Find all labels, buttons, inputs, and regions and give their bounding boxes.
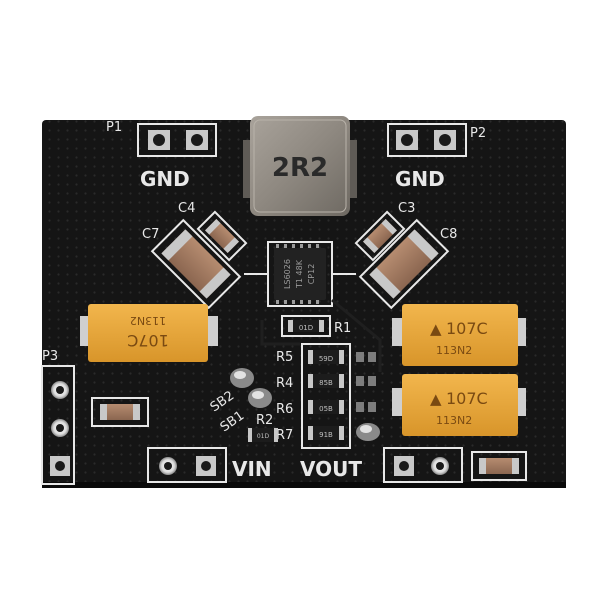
tantalum-right-bottom-value: 107C — [446, 389, 488, 408]
tantalum-capacitor-left: 107C 113N2 — [80, 304, 218, 362]
r6-marking: 05B — [319, 405, 333, 413]
vout-label: VOUT — [300, 457, 362, 481]
solder-bridge-sb1 — [248, 388, 272, 408]
capacitor-c4 — [196, 210, 248, 262]
tantalum-right-top-value: 107C — [446, 319, 488, 338]
ic-marking-line2: T1 48K — [295, 259, 304, 289]
gnd-right-label: GND — [395, 167, 445, 191]
inductor-2r2: 2R2 — [243, 116, 357, 216]
r4-label: R4 — [276, 376, 293, 391]
connector-p1 — [137, 123, 217, 157]
resistor-r1: 01D — [281, 315, 331, 337]
tantalum-left-value: 107C — [127, 331, 169, 350]
connector-vin — [147, 447, 227, 483]
tantalum-right-top-code: 113N2 — [436, 344, 472, 357]
capacitor-c3 — [354, 210, 406, 262]
r6-label: R6 — [276, 402, 293, 417]
connector-p2 — [387, 123, 467, 157]
solder-blob — [356, 423, 380, 441]
r7-label: R7 — [276, 428, 293, 443]
regulator-ic: LS6026 T1 48K CP12 — [244, 241, 356, 307]
r2-marking: 01D — [257, 433, 270, 440]
inductor-marking: 2R2 — [272, 153, 328, 183]
capacitor-c7 — [150, 218, 242, 310]
r5-label: R5 — [276, 350, 293, 365]
c4-label: C4 — [178, 201, 195, 216]
r2-label: R2 — [256, 413, 273, 428]
r1-marking: 01D — [299, 324, 313, 332]
ic-marking-line1: LS6026 — [283, 259, 292, 289]
tantalum-left-code: 113N2 — [130, 314, 166, 327]
vin-label: VIN — [232, 457, 272, 481]
connector-vout — [383, 447, 463, 483]
capacitor-c8 — [358, 218, 450, 310]
r4-marking: 85B — [319, 379, 333, 387]
c8-label: C8 — [440, 227, 457, 242]
gnd-left-label: GND — [140, 167, 190, 191]
resistor-bank: 59D 85B 05B 91B — [301, 343, 376, 449]
tantalum-capacitor-right-bottom: ▲ 107C 113N2 — [392, 374, 526, 436]
capacitor-small-left — [91, 397, 149, 427]
solder-bridge-sb2 — [230, 368, 254, 388]
r1-label: R1 — [334, 321, 351, 336]
p2-label: P2 — [470, 126, 486, 141]
svg-text:▲: ▲ — [430, 390, 442, 408]
svg-text:▲: ▲ — [430, 320, 442, 338]
tantalum-right-bottom-code: 113N2 — [436, 414, 472, 427]
capacitor-small-bottom-right — [471, 451, 527, 481]
ic-marking-line3: CP12 — [307, 264, 316, 285]
c3-label: C3 — [398, 201, 415, 216]
c7-label: C7 — [142, 227, 159, 242]
r5-marking: 59D — [319, 355, 333, 363]
p1-label: P1 — [106, 120, 122, 135]
resistor-r2: 01D — [248, 428, 278, 442]
r7-marking: 91B — [319, 431, 333, 439]
tantalum-capacitor-right-top: ▲ 107C 113N2 — [392, 304, 526, 366]
p3-label: P3 — [42, 349, 58, 364]
connector-p3 — [41, 365, 75, 485]
